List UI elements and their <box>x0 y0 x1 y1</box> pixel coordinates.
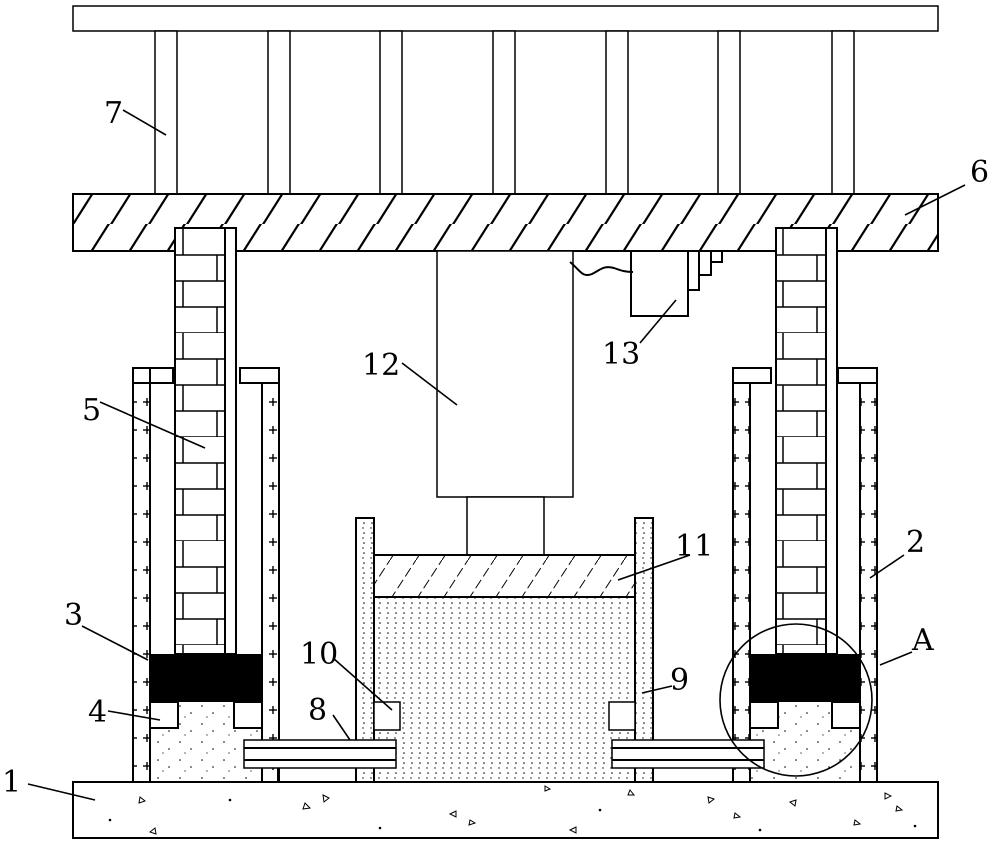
label-12: 12 <box>362 348 400 383</box>
mold-box <box>243 517 765 783</box>
base-texture <box>108 785 917 835</box>
label-8: 8 <box>308 693 327 728</box>
label-11: 11 <box>675 529 713 564</box>
label-10: 10 <box>300 637 338 672</box>
label-3: 3 <box>64 598 83 633</box>
label-5: 5 <box>82 393 101 428</box>
label-a: A <box>911 623 934 658</box>
controller-box <box>569 250 731 317</box>
label-6: 6 <box>970 155 989 190</box>
base-plate <box>72 781 939 839</box>
top-plate <box>72 5 939 32</box>
press-cylinder <box>436 250 574 556</box>
label-4: 4 <box>88 695 107 730</box>
detail-circle-a <box>719 623 873 777</box>
label-13: 13 <box>602 337 640 372</box>
callout-labels: 1 2 3 4 5 6 7 8 9 10 11 12 13 A <box>2 96 989 800</box>
right-cylinder <box>732 227 878 783</box>
label-7: 7 <box>104 96 123 131</box>
upper-columns <box>154 30 855 195</box>
label-2: 2 <box>906 525 925 560</box>
label-9: 9 <box>670 663 689 698</box>
left-cylinder <box>132 227 280 783</box>
label-1: 1 <box>2 765 21 800</box>
leader-lines <box>27 109 966 801</box>
